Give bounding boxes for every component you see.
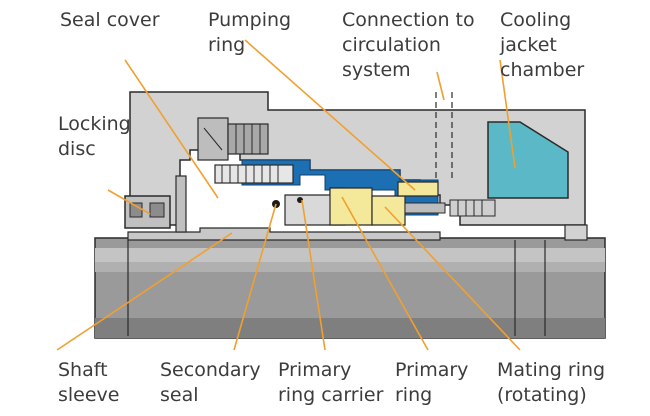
primary-ring-carrier-label: Primary ring carrier [278,359,384,406]
seal-cover-label: Seal cover [60,9,160,31]
primary-ring-label: Primary ring [395,359,469,406]
anti-rotation-pin [404,199,496,217]
primary-ring-part [329,187,373,226]
connection-label: Connection to circulation system [342,9,475,81]
cooling-jacket-label: Cooling jacket chamber [500,9,585,81]
shaft [94,237,606,339]
housing-foot [564,224,588,241]
secondary-seal-label: Secondary seal [160,359,261,406]
cooling-jacket-part [487,121,569,199]
mating-ring-label: Mating ring (rotating) [497,359,606,406]
spring [214,164,294,184]
shaft-sleeve-label: Shaft sleeve [58,359,120,406]
cover-bolt [197,117,269,161]
leader-lines [56,39,521,351]
shaft-sleeve-part [127,227,441,241]
locking-disc-label: Locking disc [58,113,131,160]
pumping-ring-label: Pumping ring [208,9,292,56]
pumping-ring-part [397,181,439,197]
connection-bore [435,92,453,180]
